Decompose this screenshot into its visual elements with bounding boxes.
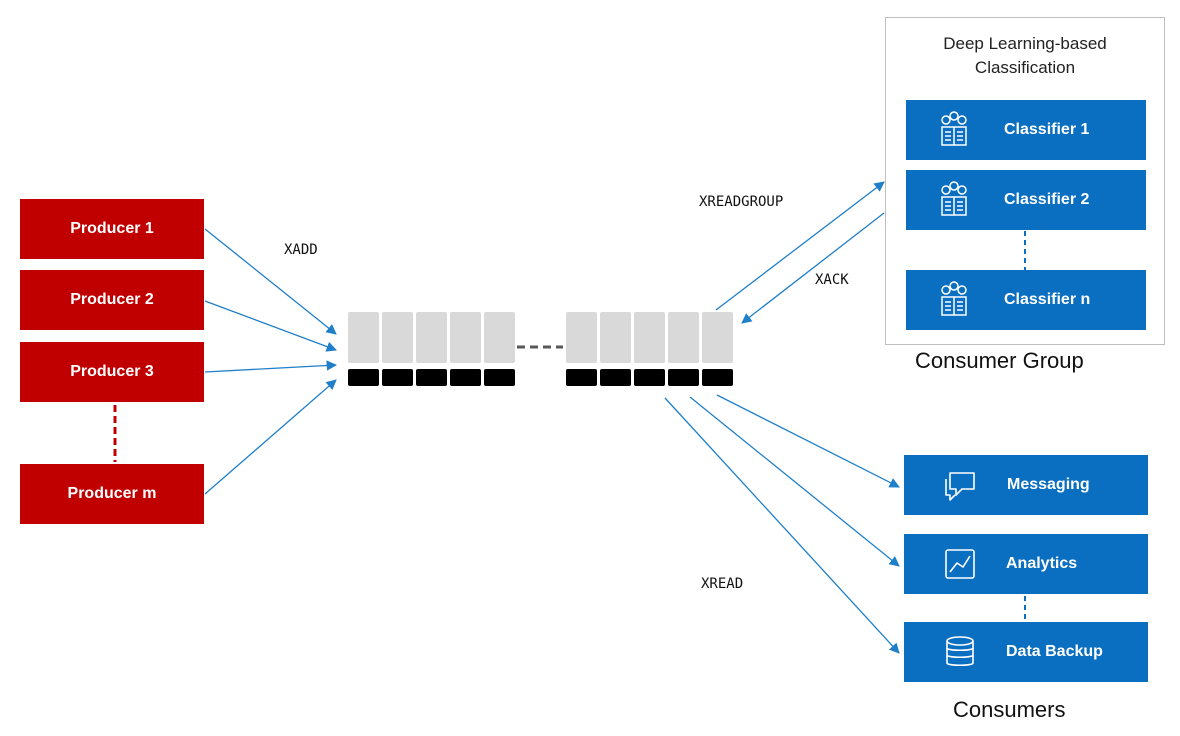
data-backup-box: Data Backup [904, 622, 1148, 682]
arrow-xread-analytics [689, 396, 900, 567]
producer-m-label: Producer m [67, 485, 157, 502]
classifier-icon [941, 181, 967, 216]
xadd-label: XADD [284, 242, 318, 258]
stream-entry [566, 312, 597, 363]
arrow-producer2-xadd [204, 300, 337, 352]
consumer-group-title-line2: Classification [974, 58, 1076, 77]
classifier-icon [941, 111, 967, 146]
stream-entry [668, 312, 699, 363]
consumer-group-title: Deep Learning-based Classification [885, 32, 1165, 80]
analytics-box: Analytics [904, 534, 1148, 594]
stream-entry-id [450, 369, 481, 386]
producer-m-box: Producer m [20, 464, 204, 524]
chat-icon [945, 472, 975, 501]
classifier-icon [941, 281, 967, 316]
stream-entry-id [348, 369, 379, 386]
producer-2-label: Producer 2 [70, 291, 154, 308]
stream-entry [702, 312, 733, 363]
arrow-producer3-xadd [204, 360, 338, 373]
stream-entry [416, 312, 447, 363]
stream-entry [634, 312, 665, 363]
stream-entry-id [600, 369, 631, 386]
xreadgroup-label: XREADGROUP [699, 194, 784, 210]
arrow-xread-backup [664, 397, 900, 654]
stream-entry [450, 312, 481, 363]
producer-1-label: Producer 1 [70, 220, 154, 237]
classifier-1-label: Classifier 1 [1004, 121, 1090, 138]
analytics-label: Analytics [1006, 555, 1078, 572]
messaging-label: Messaging [1007, 476, 1090, 493]
stream-entry [382, 312, 413, 363]
producer-2-box: Producer 2 [20, 270, 204, 330]
xack-label: XACK [815, 272, 849, 288]
arrow-xreadgroup [715, 181, 885, 311]
classifier-1-box: Classifier 1 [906, 100, 1146, 160]
xread-label: XREAD [701, 576, 744, 592]
messaging-box: Messaging [904, 455, 1148, 515]
classifier-2-box: Classifier 2 [906, 170, 1146, 230]
producer-3-label: Producer 3 [70, 363, 154, 380]
consumer-group-caption: Consumer Group [915, 348, 1084, 373]
consumers-caption: Consumers [953, 697, 1066, 722]
stream-entry-id [702, 369, 733, 386]
data-backup-label: Data Backup [1006, 643, 1103, 660]
classifier-n-label: Classifier n [1004, 291, 1091, 308]
arrow-xread-messaging [716, 394, 900, 488]
stream-entry-id [634, 369, 665, 386]
classifier-n-box: Classifier n [906, 270, 1146, 330]
stream-entry-id [566, 369, 597, 386]
stream-entry [484, 312, 515, 363]
database-icon [946, 636, 974, 667]
producer-1-box: Producer 1 [20, 199, 204, 259]
stream-entry-id [416, 369, 447, 386]
consumer-group-frame [885, 17, 1165, 345]
arrow-producer1-xadd [204, 228, 337, 335]
stream-entry [600, 312, 631, 363]
stream-entry-id [668, 369, 699, 386]
arrow-producerm-xadd [204, 379, 337, 495]
arrow-xack [741, 212, 885, 324]
stream-entry-id [382, 369, 413, 386]
stream-entry-id [484, 369, 515, 386]
chart-icon [945, 549, 975, 579]
consumer-group-title-line1: Deep Learning-based [943, 34, 1107, 53]
producer-3-box: Producer 3 [20, 342, 204, 402]
classifier-2-label: Classifier 2 [1004, 191, 1090, 208]
stream-entry [348, 312, 379, 363]
